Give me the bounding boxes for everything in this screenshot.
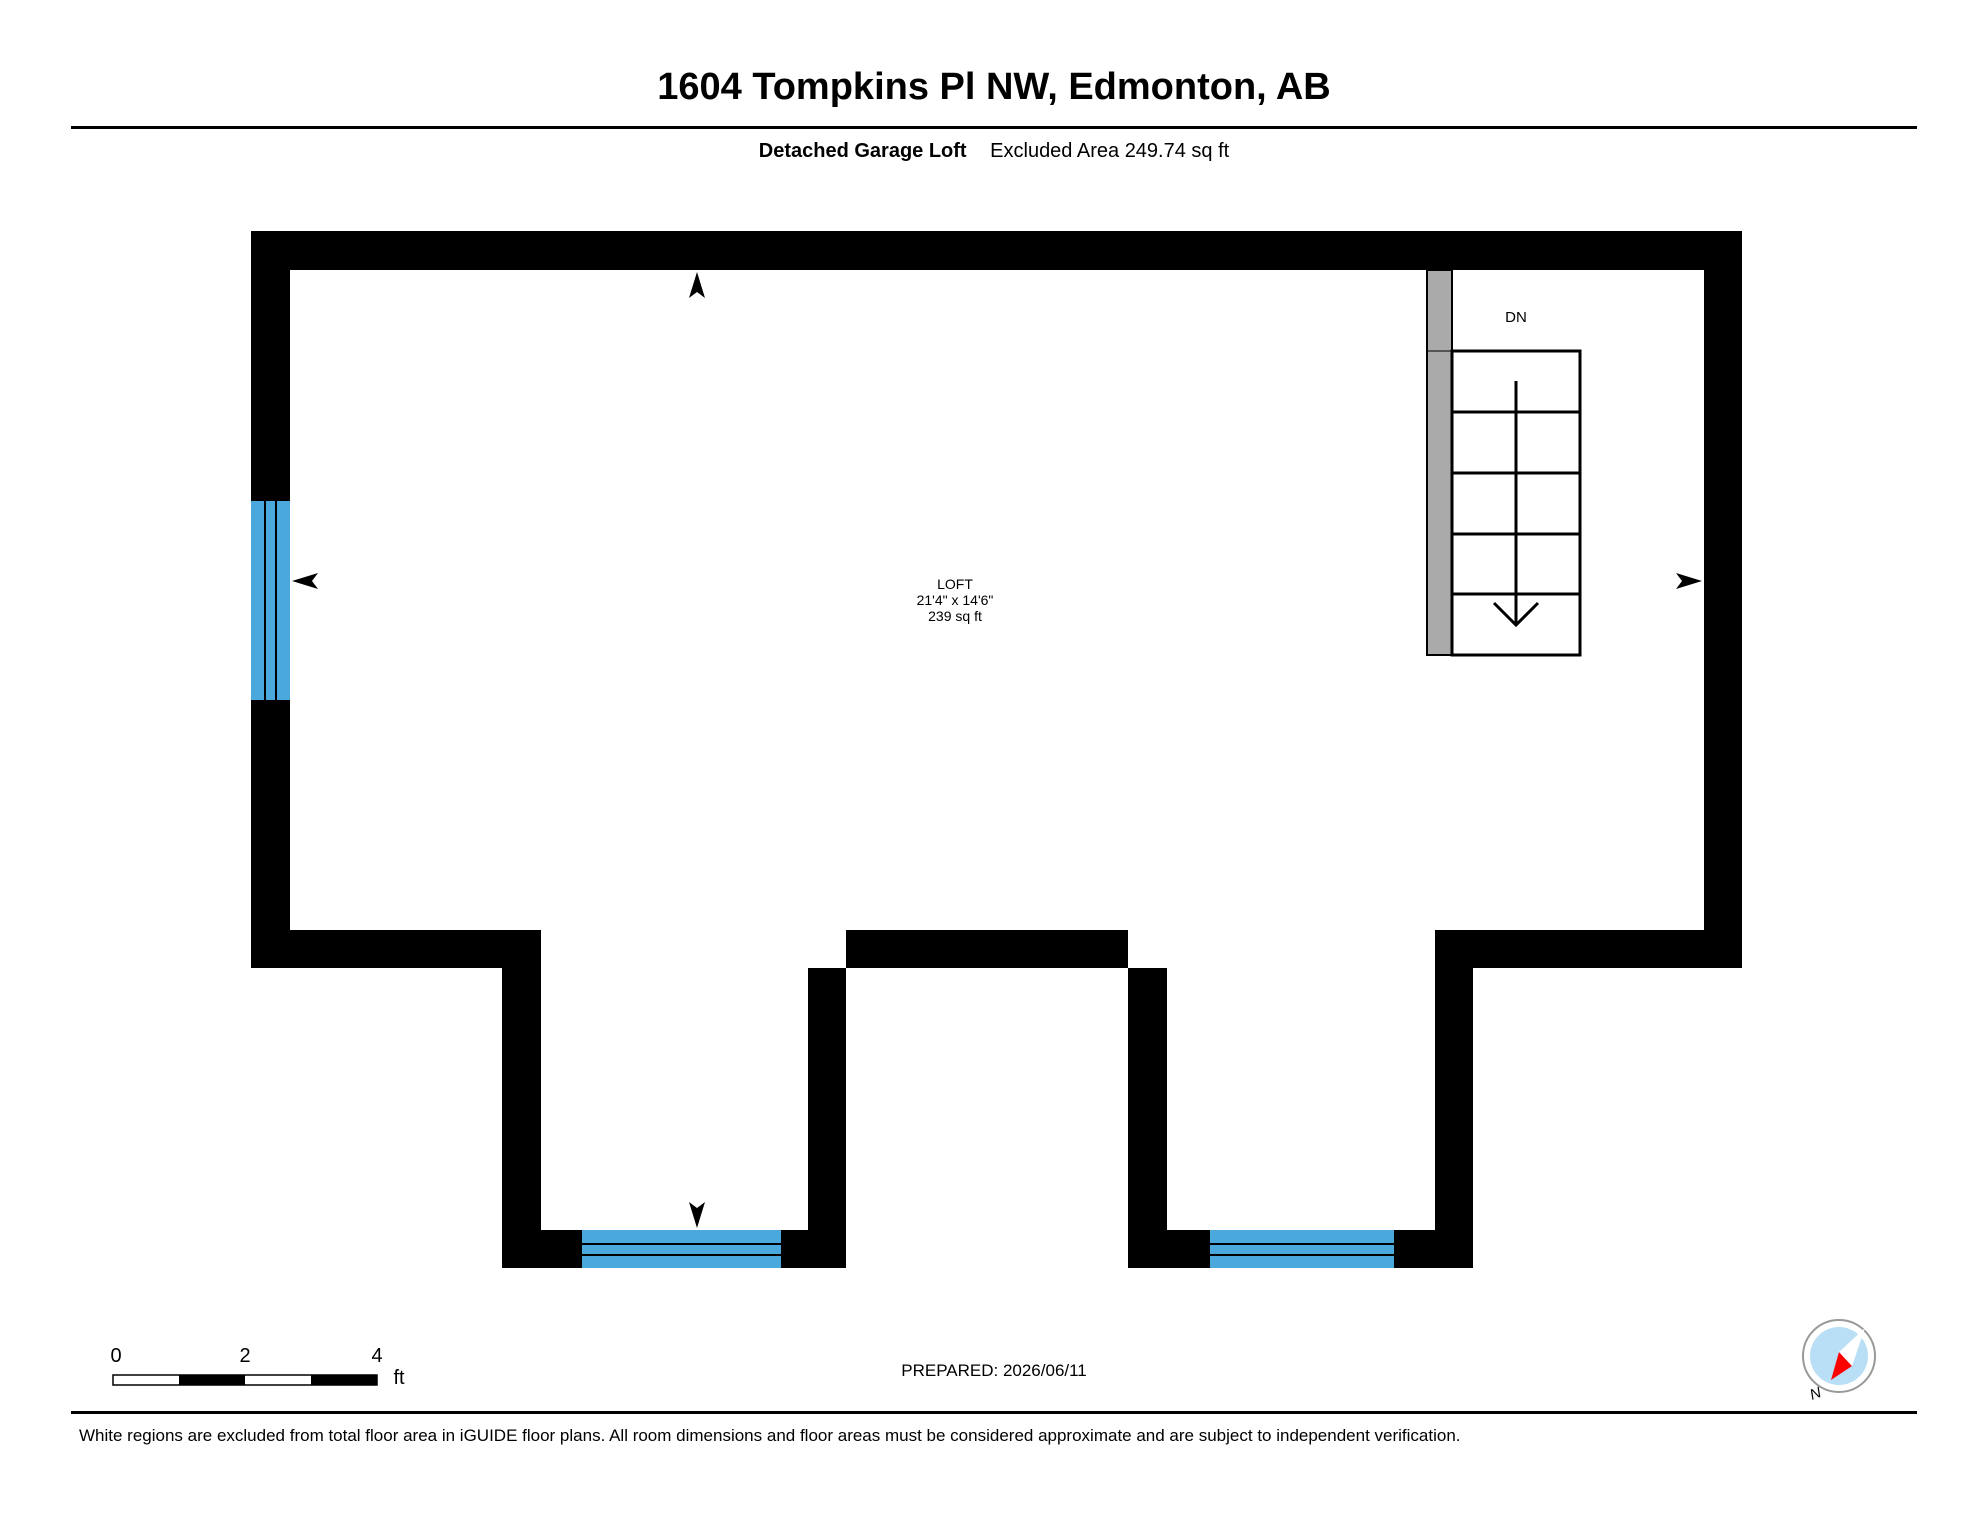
wall-outline (251, 231, 1742, 1268)
staircase (1426, 269, 1582, 657)
stair-rail (1426, 269, 1453, 656)
room-area: 239 sq ft (928, 608, 982, 624)
compass-icon: N (1802, 1319, 1876, 1404)
excluded-area: Excluded Area 249.74 sq ft (990, 140, 1230, 162)
scale-tick-2: 2 (239, 1345, 250, 1367)
stairs-down-label: DN (1505, 309, 1527, 326)
header-divider (71, 126, 1917, 129)
room-dimensions: 21'4" x 14'6" (917, 592, 994, 608)
view-marker-bottom (689, 1202, 705, 1228)
room-name: LOFT (937, 576, 973, 592)
prepared-date: PREPARED: 2026/06/11 (901, 1361, 1087, 1380)
scale-bar: 0 2 4 ft (110, 1345, 405, 1389)
scale-tick-0: 0 (110, 1345, 121, 1367)
view-marker-right (1676, 573, 1702, 589)
compass-needle (1831, 1352, 1852, 1380)
disclaimer: White regions are excluded from total fl… (79, 1426, 1461, 1445)
scale-unit: ft (393, 1367, 405, 1389)
window-left (251, 501, 290, 700)
footer-divider (71, 1411, 1917, 1414)
page-title: 1604 Tompkins Pl NW, Edmonton, AB (657, 66, 1331, 108)
view-marker-left (292, 573, 318, 589)
floor-name: Detached Garage Loft (758, 140, 967, 162)
window-bottom-left (582, 1230, 781, 1268)
floor-subtitle: Detached Garage Loft Excluded Area 249.7… (0, 140, 1988, 163)
view-marker-top (689, 272, 705, 298)
scale-tick-4: 4 (371, 1345, 382, 1367)
window-bottom-right (1210, 1230, 1394, 1268)
